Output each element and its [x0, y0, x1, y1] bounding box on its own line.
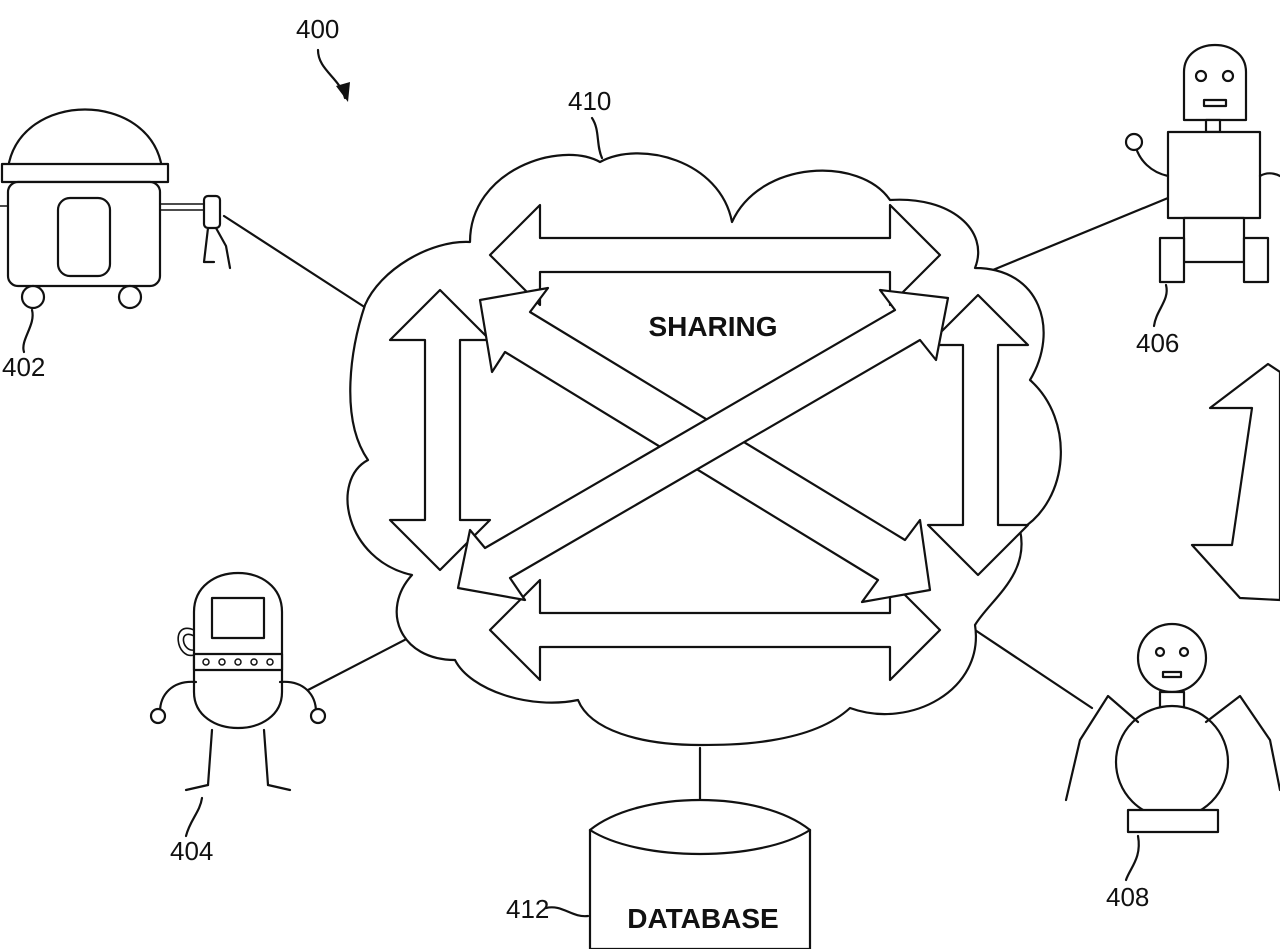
robot-406-base [1182, 216, 1246, 264]
arrow-right-vertical [926, 293, 1030, 577]
robot-404-arm-left [158, 680, 198, 714]
robot-404-hand-left [149, 707, 167, 725]
robot-404-feet [184, 783, 292, 792]
robot-408-arm-right [1204, 694, 1280, 792]
ref-408: 408 [1106, 882, 1149, 912]
database-412 [588, 798, 812, 949]
cloud-label: SHARING [648, 311, 777, 342]
link-404 [306, 630, 422, 692]
robot-402-wheel-right [117, 284, 143, 310]
sharing-arrows [388, 203, 1030, 682]
robot-406-eye-left [1194, 69, 1208, 83]
link-402 [222, 214, 368, 310]
robot-402-claw [202, 226, 232, 270]
robot-406 [1124, 43, 1280, 284]
ref-400-arrowhead [336, 82, 350, 102]
connection-lines [222, 196, 1170, 804]
ref-412-leader [544, 906, 590, 918]
database-rim [588, 828, 812, 856]
robot-406-hand [1124, 132, 1144, 152]
robot-406-arm [1134, 146, 1170, 178]
robot-404-leg-right [262, 728, 270, 787]
link-408 [970, 626, 1094, 710]
robot-408-eye-right [1178, 646, 1190, 658]
link-406 [986, 196, 1170, 274]
robot-406-body [1166, 130, 1262, 220]
robot-402-window [56, 196, 112, 278]
robot-406-neck [1204, 118, 1222, 134]
arrow-top-horizontal [488, 203, 942, 307]
robot-402-gripper [202, 194, 222, 230]
arrow-left-vertical [388, 288, 492, 572]
robot-404-leg-left [206, 728, 214, 787]
ref-408-leader [1124, 834, 1140, 882]
robot-408-head [1136, 622, 1208, 694]
robot-404-screen [210, 596, 266, 640]
ref-412: 412 [506, 894, 549, 924]
robot-406-tread-right [1242, 236, 1270, 284]
ref-404: 404 [170, 836, 213, 866]
arrow-partial-right [1190, 362, 1280, 602]
database-label: DATABASE [627, 903, 778, 934]
robot-408-eye-left [1154, 646, 1166, 658]
robot-408 [1064, 622, 1280, 834]
arrow-diagonal-up [456, 288, 950, 602]
ref-406-leader [1152, 283, 1168, 328]
robot-402-wheel-left [20, 284, 46, 310]
arrow-bottom-horizontal [488, 578, 942, 682]
robot-404-arm-right [278, 680, 318, 714]
robot-402-rim [0, 162, 170, 184]
ref-402-leader [22, 308, 34, 354]
ref-410-leader [590, 116, 604, 160]
robot-402-dome [6, 108, 164, 170]
ref-406: 406 [1136, 328, 1179, 358]
robot-404-hand-right [309, 707, 327, 725]
robot-404-cable [177, 627, 195, 657]
robot-406-tread-left [1158, 236, 1186, 284]
robot-406-mouth [1202, 98, 1228, 108]
robot-404 [149, 571, 327, 792]
robot-402 [0, 108, 232, 310]
ref-402: 402 [2, 352, 45, 382]
robot-408-body [1114, 704, 1230, 820]
robot-408-arm-left [1064, 694, 1140, 802]
ref-404-leader [184, 796, 204, 838]
robot-408-base [1126, 808, 1220, 834]
robot-408-mouth [1161, 670, 1183, 679]
ref-400: 400 [296, 14, 339, 44]
ref-410: 410 [568, 86, 611, 116]
robot-404-body [192, 571, 284, 730]
robot-406-eye-right [1221, 69, 1235, 83]
robot-406-head [1182, 43, 1248, 122]
